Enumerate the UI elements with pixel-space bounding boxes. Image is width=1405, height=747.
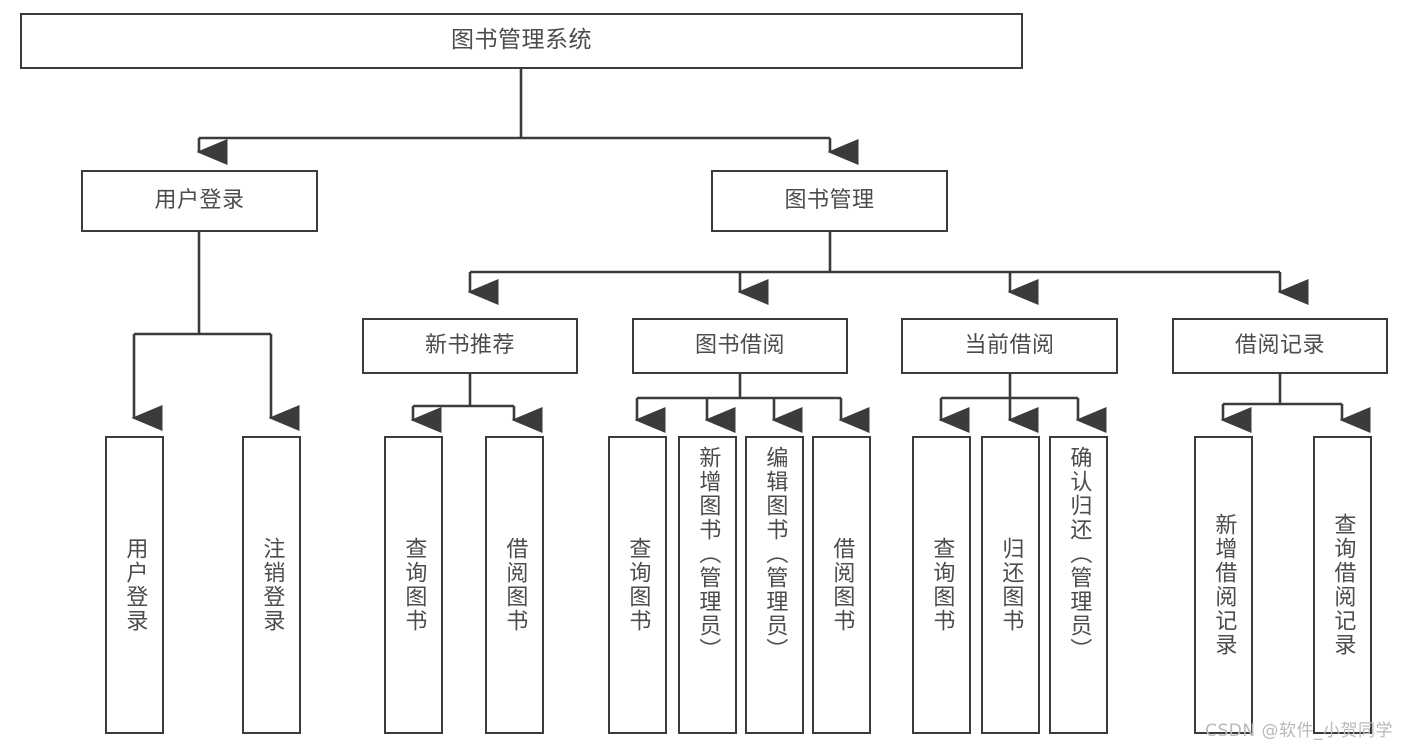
watermark-text: CSDN @软件_小贺同学 — [1205, 721, 1393, 741]
leaf-new-book-query[interactable]: 查询图书 — [384, 436, 443, 734]
leaf-user-login-logout[interactable]: 注销登录 — [242, 436, 301, 734]
node-label: 查询图书 — [401, 537, 427, 633]
node-current-borrow[interactable]: 当前借阅 — [901, 318, 1118, 374]
node-label: 查询图书 — [929, 537, 955, 633]
leaf-borrow-record-add[interactable]: 新增借阅记录 — [1194, 436, 1253, 734]
leaf-book-borrow-add[interactable]: 新增图书（管理员） — [678, 436, 737, 734]
node-label: 当前借阅 — [964, 332, 1055, 358]
node-label: 注销登录 — [259, 537, 285, 633]
node-borrow-record[interactable]: 借阅记录 — [1172, 318, 1388, 374]
node-user-login[interactable]: 用户登录 — [81, 170, 318, 232]
leaf-new-book-borrow[interactable]: 借阅图书 — [485, 436, 544, 734]
node-label: 新增图书（管理员） — [695, 446, 721, 662]
leaf-current-borrow-query[interactable]: 查询图书 — [912, 436, 971, 734]
node-label: 用户登录 — [154, 187, 245, 213]
leaf-book-borrow-query[interactable]: 查询图书 — [608, 436, 667, 734]
node-label: 借阅记录 — [1234, 332, 1325, 358]
node-root-system[interactable]: 图书管理系统 — [20, 13, 1023, 69]
node-label: 图书管理系统 — [451, 27, 592, 54]
leaf-book-borrow-edit[interactable]: 编辑图书（管理员） — [745, 436, 804, 734]
node-label: 借阅图书 — [502, 537, 528, 633]
leaf-book-borrow-borrow[interactable]: 借阅图书 — [812, 436, 871, 734]
leaf-current-borrow-confirm-return[interactable]: 确认归还（管理员） — [1049, 436, 1108, 734]
node-label: 编辑图书（管理员） — [762, 446, 788, 662]
node-book-management[interactable]: 图书管理 — [711, 170, 948, 232]
leaf-user-login-login[interactable]: 用户登录 — [105, 436, 164, 734]
node-label: 查询图书 — [625, 537, 651, 633]
node-label: 新增借阅记录 — [1211, 513, 1237, 657]
leaf-borrow-record-query[interactable]: 查询借阅记录 — [1313, 436, 1372, 734]
node-label: 新书推荐 — [424, 332, 515, 358]
node-book-borrow[interactable]: 图书借阅 — [632, 318, 848, 374]
node-label: 查询借阅记录 — [1330, 513, 1356, 657]
node-label: 图书管理 — [784, 187, 875, 213]
node-new-book-recommend[interactable]: 新书推荐 — [362, 318, 578, 374]
node-label: 用户登录 — [122, 537, 148, 633]
node-label: 确认归还（管理员） — [1066, 446, 1092, 662]
leaf-current-borrow-return[interactable]: 归还图书 — [981, 436, 1040, 734]
node-label: 图书借阅 — [694, 332, 785, 358]
node-label: 归还图书 — [998, 537, 1024, 633]
node-label: 借阅图书 — [829, 537, 855, 633]
